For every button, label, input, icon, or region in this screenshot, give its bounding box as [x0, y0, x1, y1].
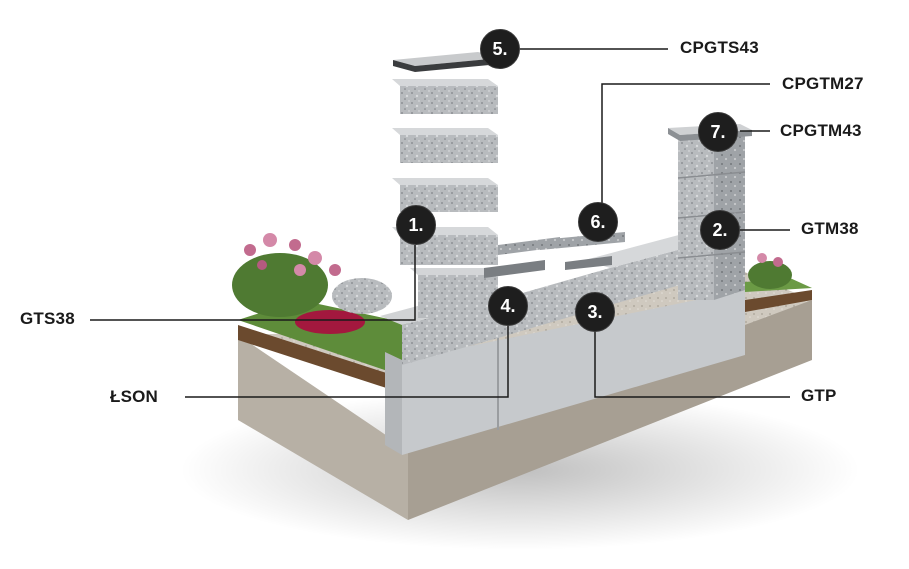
callout-badge-3: 3. [575, 292, 615, 332]
callout-badge-1: 1. [396, 205, 436, 245]
foundation-left [385, 352, 402, 455]
label-gtm38: GTM38 [801, 219, 859, 239]
pillar-block-1-front [400, 86, 498, 114]
callout-badge-5: 5. [480, 29, 520, 69]
label-cpgtm43: CPGTM43 [780, 121, 862, 141]
pillar-block-3-top [392, 178, 498, 185]
label-cpgtm27: CPGTM27 [782, 74, 864, 94]
pillar-block-2-front [400, 135, 498, 163]
label-gts38: GTS38 [20, 309, 75, 329]
flower-bush-right [748, 253, 792, 289]
callout-badge-4: 4. [488, 286, 528, 326]
pillar-block-2-top [392, 128, 498, 135]
label-gtp: GTP [801, 386, 837, 406]
callout-badge-6: 6. [578, 202, 618, 242]
wall-coping-4 [565, 256, 612, 270]
label-lson: ŁSON [110, 387, 158, 407]
label-cpgts43: CPGTS43 [680, 38, 759, 58]
pillar-left-base-front [418, 275, 498, 318]
boulder [332, 278, 392, 314]
callout-badge-2: 2. [700, 210, 740, 250]
pillar-block-1-top [392, 79, 498, 86]
callout-badge-7: 7. [698, 112, 738, 152]
